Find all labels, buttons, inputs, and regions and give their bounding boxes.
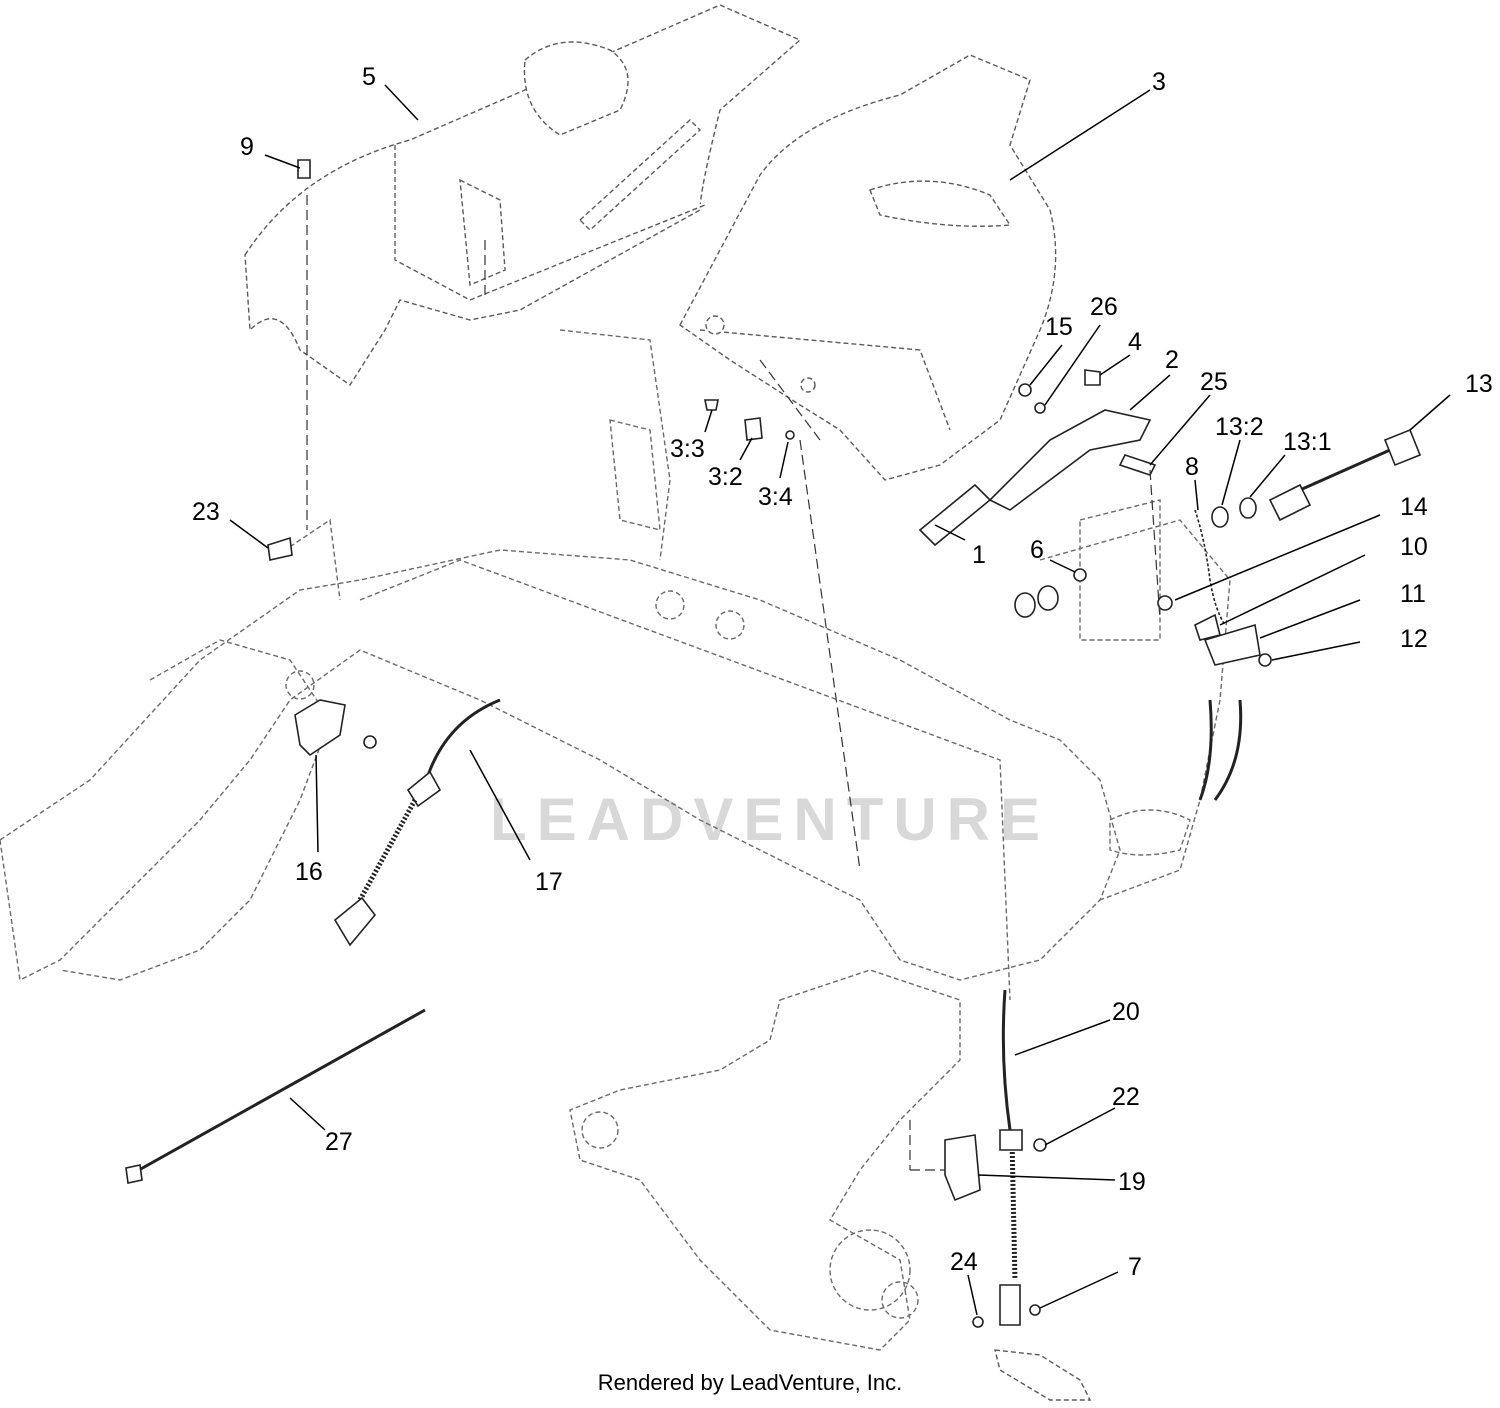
tractor-frame <box>0 329 1231 1351</box>
right-console-cover <box>679 54 1057 481</box>
callout-3-3: 3:3 <box>670 435 705 463</box>
cable-20 <box>999 989 1023 1281</box>
callout-3: 3 <box>1152 68 1166 96</box>
callout-24: 24 <box>950 1248 978 1276</box>
bracket-16 <box>294 699 346 757</box>
callout-17: 17 <box>535 868 563 896</box>
watermark: LEADVENTURE <box>490 786 1050 853</box>
clip-23 <box>267 536 293 561</box>
callout-19: 19 <box>1118 1168 1146 1196</box>
callout-15: 15 <box>1045 313 1073 341</box>
callout-3-4: 3:4 <box>758 483 793 511</box>
grommet-3-2 <box>744 417 763 441</box>
callout-5: 5 <box>362 63 376 91</box>
callout-3-2: 3:2 <box>708 463 743 491</box>
lever-2 <box>988 409 1152 511</box>
callout-6: 6 <box>1030 536 1044 564</box>
callout-12: 12 <box>1400 625 1428 653</box>
callout-25: 25 <box>1200 368 1228 396</box>
callout-1: 1 <box>972 541 986 569</box>
callout-26: 26 <box>1090 293 1118 321</box>
clip-12 <box>1258 653 1272 667</box>
callout-27: 27 <box>325 1128 353 1156</box>
washer-26 <box>1034 402 1046 414</box>
callout-20: 20 <box>1112 998 1140 1026</box>
cable-tie-27 <box>125 1164 143 1184</box>
render-credit: Rendered by LeadVenture, Inc. <box>597 1370 903 1395</box>
cable-13 <box>1268 428 1422 522</box>
clip-24 <box>972 1316 984 1328</box>
leader-lines <box>229 84 1451 1316</box>
cable-17 <box>333 698 501 947</box>
callout-22: 22 <box>1112 1083 1140 1111</box>
callout-23: 23 <box>192 498 220 526</box>
cable-pair <box>1198 699 1243 801</box>
callout-13-2: 13:2 <box>1215 413 1264 441</box>
assembly-lines <box>306 195 1161 1171</box>
callout-2: 2 <box>1165 346 1179 374</box>
left-console-cover <box>244 4 802 386</box>
callouts: 5 9 3 15 26 4 2 25 13 13:2 13:1 8 14 10 … <box>192 63 1493 1281</box>
grip-1 <box>918 483 992 547</box>
callout-7: 7 <box>1128 1253 1142 1281</box>
callout-8: 8 <box>1185 453 1199 481</box>
nut-3-4 <box>785 430 795 440</box>
bolt-9 <box>297 159 311 179</box>
bushing-6 <box>1073 568 1087 582</box>
spring-8 <box>1194 509 1226 626</box>
clevis-7 <box>999 1284 1021 1326</box>
callout-14: 14 <box>1400 493 1428 521</box>
callout-13: 13 <box>1465 370 1493 398</box>
small-parts <box>125 159 1272 1401</box>
screw-3-3 <box>704 399 719 411</box>
callout-11: 11 <box>1400 580 1426 608</box>
bracket-19 <box>944 1134 981 1202</box>
bolt-22 <box>1033 1138 1047 1152</box>
washer-13-1 <box>1239 497 1257 519</box>
washer-13-2 <box>1211 506 1229 528</box>
callout-10: 10 <box>1400 533 1428 561</box>
callout-16: 16 <box>295 858 323 886</box>
bolt-4 <box>1084 369 1101 386</box>
pin-15 <box>1018 383 1032 397</box>
bracket-11 <box>1203 623 1261 666</box>
callout-13-1: 13:1 <box>1283 428 1332 456</box>
nut-14 <box>1157 595 1173 611</box>
callout-4: 4 <box>1128 328 1142 356</box>
callout-9: 9 <box>240 133 254 161</box>
